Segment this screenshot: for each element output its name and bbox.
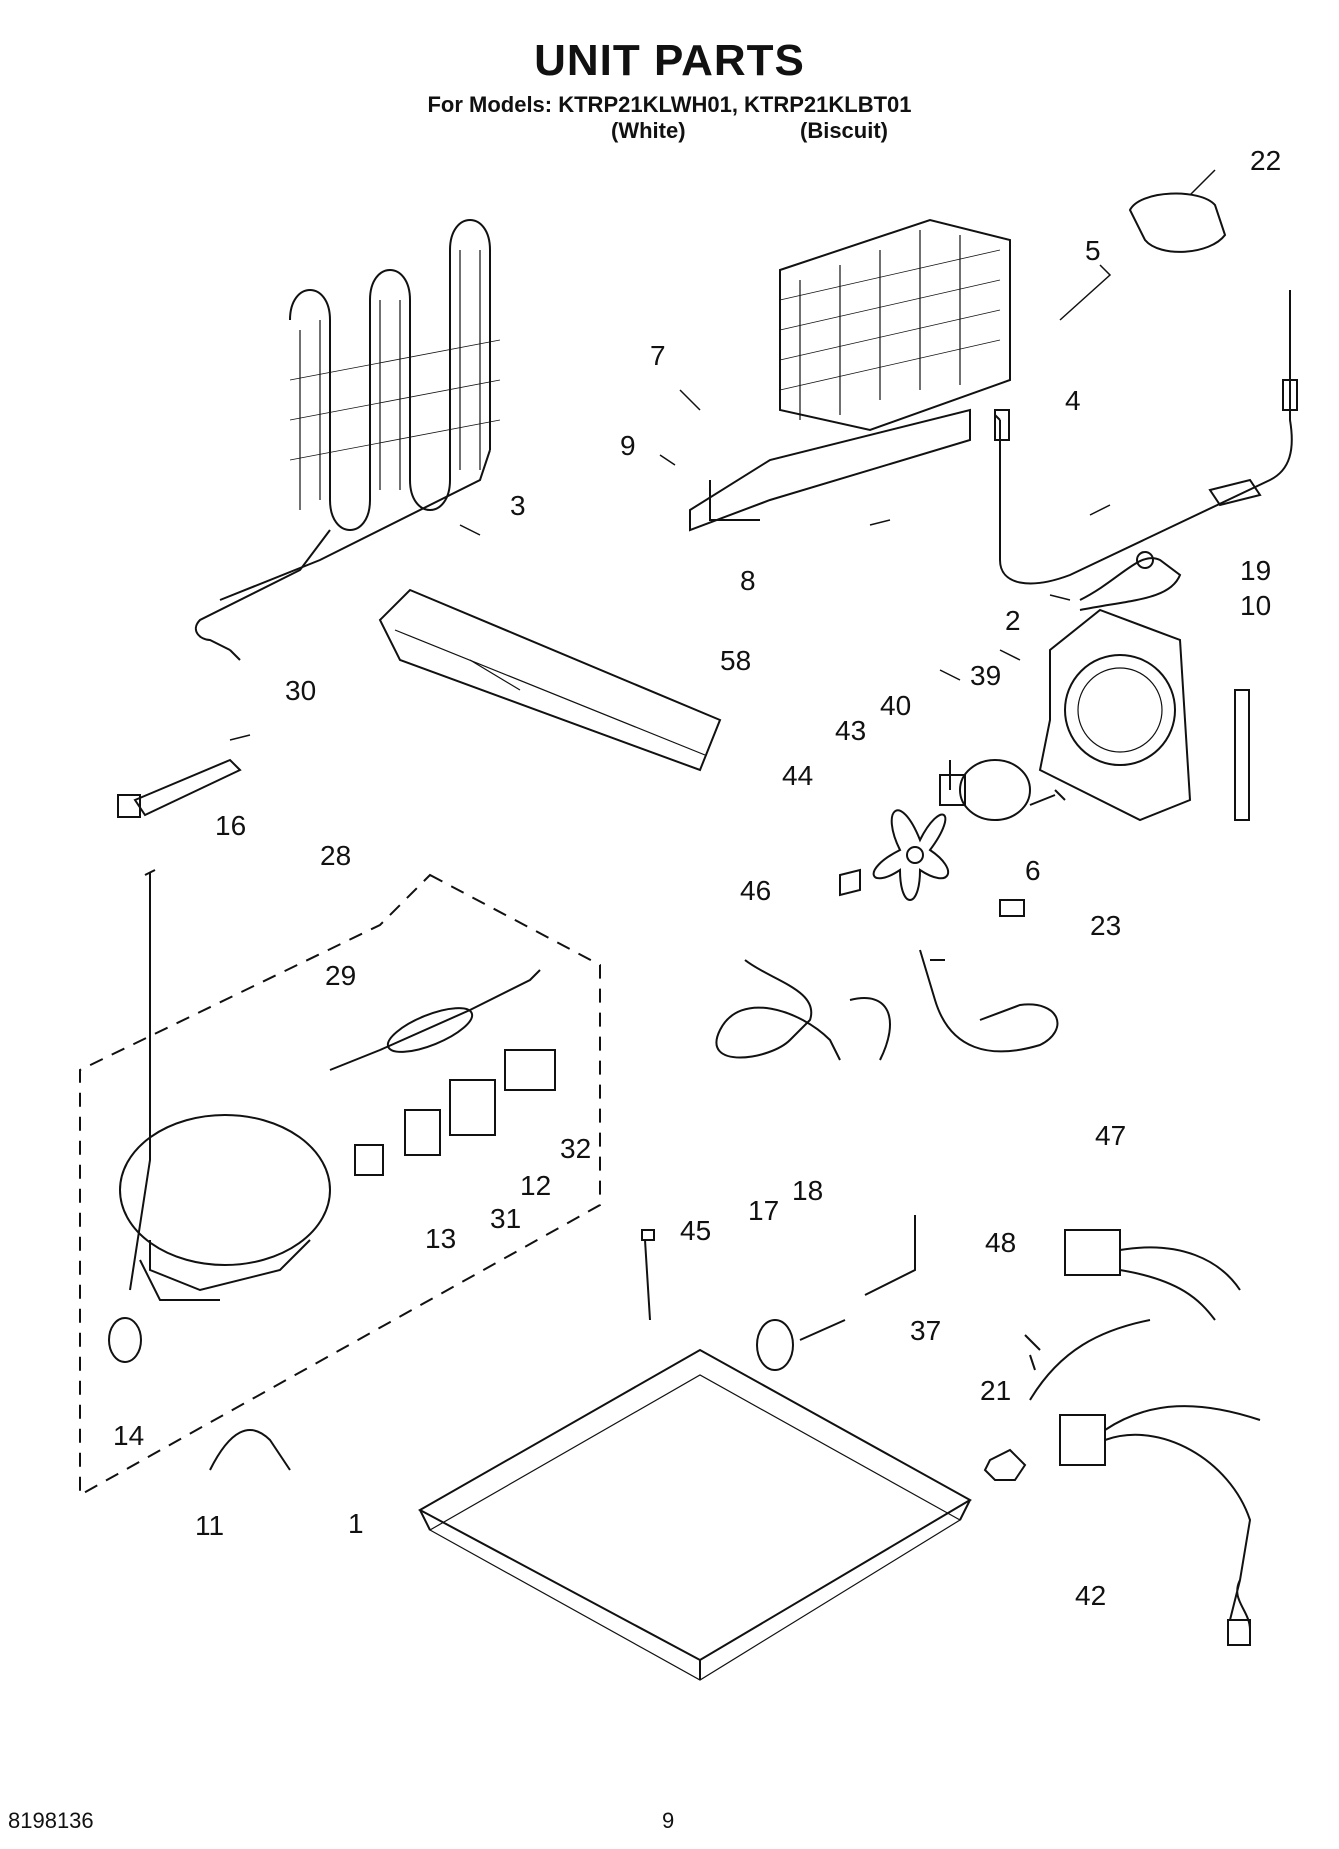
callout-31: 31 (490, 1203, 521, 1234)
clip-11 (209, 1429, 291, 1471)
tube-48 (864, 1215, 916, 1296)
base-frame (417, 1348, 973, 1681)
evaporator (689, 218, 1011, 532)
callout-17: 17 (748, 1195, 779, 1226)
drain-pan (378, 588, 722, 772)
clip-44 (839, 868, 861, 897)
callout-40: 40 (880, 690, 911, 721)
color-biscuit-label: (Biscuit) (800, 118, 888, 143)
callout-16: 16 (215, 810, 246, 841)
callout-2: 2 (1005, 605, 1021, 636)
callout-13: 13 (425, 1223, 456, 1254)
clip-part (1208, 478, 1262, 507)
callout-19: 19 (1240, 555, 1271, 586)
callout-58: 58 (720, 645, 751, 676)
page-title: UNIT PARTS (534, 36, 805, 85)
compressor-group-outline (79, 873, 601, 1497)
callout-8: 8 (740, 565, 756, 596)
callout-11: 11 (195, 1510, 224, 1541)
fan-shroud (1038, 608, 1192, 822)
callout-10: 10 (1240, 590, 1271, 621)
compressor (119, 1114, 331, 1301)
callout-1: 1 (348, 1508, 364, 1539)
color-white-label: (White) (611, 118, 686, 143)
cap-part (1128, 192, 1227, 253)
models-line: For Models: KTRP21KLWH01, KTRP21KLBT01 (427, 92, 912, 117)
callout-7: 7 (650, 340, 666, 371)
callout-9: 9 (620, 430, 636, 461)
axle-18 (799, 1319, 846, 1341)
callout-5: 5 (1085, 235, 1101, 266)
thermostat-capillary (994, 290, 1293, 585)
page-number: 9 (662, 1808, 675, 1833)
screw-16 (129, 869, 156, 1291)
cable-tie (117, 758, 242, 818)
screw-37 (1024, 1334, 1041, 1371)
callout-29: 29 (325, 960, 356, 991)
overload-12 (449, 1079, 496, 1136)
tube-47 (919, 949, 1059, 1053)
leader-lines (229, 169, 1216, 741)
callout-14: 14 (113, 1420, 144, 1451)
callout-45: 45 (680, 1215, 711, 1246)
callout-3: 3 (510, 490, 526, 521)
callout-42: 42 (1075, 1580, 1106, 1611)
fan-blade (872, 809, 950, 901)
cord-part (1079, 557, 1182, 611)
relay-31 (404, 1109, 441, 1156)
callout-18: 18 (792, 1175, 823, 1206)
callout-30: 30 (285, 675, 316, 706)
cover-32 (504, 1049, 556, 1091)
tube-46 (715, 959, 891, 1061)
callout-22: 22 (1250, 145, 1281, 176)
wiring-harness (1029, 1229, 1261, 1646)
callout-39: 39 (970, 660, 1001, 691)
callout-labels: 22 5 7 4 9 3 8 19 2 10 58 30 39 40 43 44 16 28 6 46 23 29 47 32… (113, 145, 1281, 1611)
pin-45 (644, 1239, 651, 1321)
callout-6: 6 (1025, 855, 1041, 886)
clip-13 (354, 1144, 384, 1176)
grommet-part (999, 899, 1025, 917)
callout-46: 46 (740, 875, 771, 906)
doc-number: 8198136 (8, 1808, 94, 1833)
callout-21: 21 (980, 1375, 1011, 1406)
grommet-14 (108, 1317, 142, 1363)
callout-43: 43 (835, 715, 866, 746)
fan-motor (939, 759, 1031, 821)
nut-21 (983, 1448, 1027, 1481)
callout-48: 48 (985, 1227, 1016, 1258)
strip-part (1234, 689, 1250, 821)
roller-17 (756, 1319, 794, 1371)
screw-6 (1029, 789, 1066, 806)
callout-12: 12 (520, 1170, 551, 1201)
callout-4: 4 (1065, 385, 1081, 416)
callout-32: 32 (560, 1133, 591, 1164)
callout-44: 44 (782, 760, 813, 791)
callout-28: 28 (320, 840, 351, 871)
callout-23: 23 (1090, 910, 1121, 941)
callout-37: 37 (910, 1315, 941, 1346)
condenser-coil (194, 219, 501, 661)
callout-47: 47 (1095, 1120, 1126, 1151)
filter-drier (329, 969, 541, 1071)
